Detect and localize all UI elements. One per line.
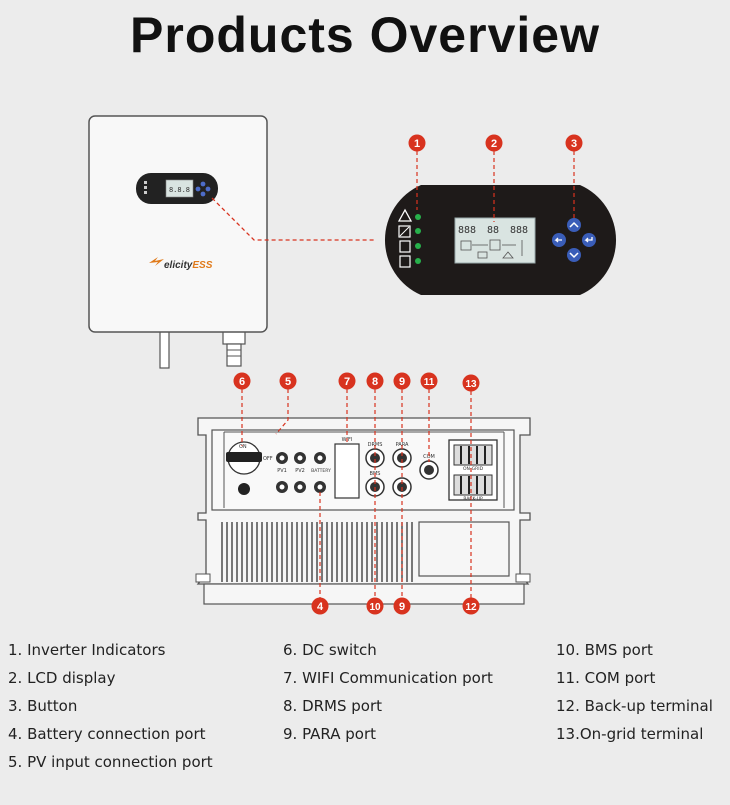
legend-item: 12. Back-up terminal — [556, 697, 713, 715]
legend-column-2: 6. DC switch 7. WIFI Communication port … — [283, 636, 493, 748]
inverter-icon — [489, 239, 501, 251]
lcd-center-digits: 88 — [487, 225, 499, 236]
on-grid-label: ON-GRID — [463, 466, 484, 472]
callout-marker — [462, 597, 480, 615]
legend-item: 3. Button — [8, 697, 78, 715]
inverter-front-view: 8.8.8 elicityESS — [88, 115, 268, 369]
callout-marker — [485, 134, 503, 152]
callout-number: 9 — [399, 601, 405, 613]
svg-text:8.8.8: 8.8.8 — [169, 186, 190, 194]
callout-number: 6 — [239, 376, 245, 388]
back-up-label: BACK-UP — [463, 496, 483, 502]
legend-item: 2. LCD display — [8, 669, 116, 687]
lcd-right-digits: 888 — [510, 225, 528, 236]
wifi-port: WIFI — [334, 437, 360, 499]
down-button[interactable] — [567, 248, 581, 262]
callout-number: 10 — [369, 602, 381, 613]
dc-switch-on-label: ON — [239, 444, 247, 450]
inverter-indicators — [397, 208, 421, 268]
felicity-logo: elicityESS — [149, 257, 213, 271]
ac-terminals: ON-GRID BACK-UP — [448, 439, 498, 502]
callout-number: 1 — [414, 138, 420, 150]
legend-item: 9. PARA port — [283, 725, 377, 743]
legend-item: 11. COM port — [556, 669, 656, 687]
callout-number: 2 — [491, 138, 497, 150]
inverter-body — [88, 115, 268, 333]
inverter-icon — [398, 225, 411, 238]
com-label: COM — [423, 454, 435, 460]
callout-number: 9 — [399, 376, 405, 388]
legend-item: 5. PV input connection port — [8, 753, 213, 771]
top-leader-lines — [416, 151, 575, 222]
zoom-leader-line — [211, 197, 376, 241]
legend-column-1: 1. Inverter Indicators 2. LCD display 3.… — [8, 636, 213, 776]
callout-marker — [462, 374, 480, 392]
callout-marker — [393, 597, 411, 615]
battery-label: BATTERY — [311, 468, 331, 474]
legend-item: 4. Battery connection port — [8, 725, 206, 743]
callout-marker — [311, 597, 329, 615]
callout-marker — [393, 372, 411, 390]
page-title: Products Overview — [130, 7, 600, 63]
up-button[interactable] — [567, 218, 581, 232]
legend-item: 6. DC switch — [283, 641, 377, 659]
bottom-leader-lines — [241, 389, 472, 598]
callout-marker — [366, 372, 384, 390]
dc-switch: OFF ON — [226, 441, 273, 495]
callout-number: 11 — [424, 377, 435, 388]
legend-item: 8. DRMS port — [283, 697, 383, 715]
callout-marker — [366, 597, 384, 615]
lcd-display: 888 88 888 — [454, 217, 536, 264]
callout-marker — [338, 372, 356, 390]
legend-item: 7. WIFI Communication port — [283, 669, 493, 687]
battery-icon — [399, 255, 411, 268]
home-load-icon — [502, 251, 514, 259]
callout-number: 3 — [571, 138, 577, 150]
pv2-label: PV2 — [295, 468, 305, 474]
callout-number: 5 — [285, 376, 291, 388]
grid-icon — [399, 240, 411, 253]
indicator-led — [415, 243, 421, 249]
pv1-label: PV1 — [277, 468, 287, 474]
legend-item: 13.On-grid terminal — [556, 725, 704, 743]
callout-number: 7 — [344, 376, 350, 388]
lcd-left-digits: 888 — [458, 225, 476, 236]
warning-icon — [397, 208, 413, 222]
callout-marker — [408, 134, 426, 152]
pv-panel-icon — [460, 240, 472, 251]
control-panel-enlarged: 888 88 888 — [384, 185, 617, 295]
indicator-led — [415, 258, 421, 264]
vent-plug — [238, 483, 250, 495]
callout-number: 12 — [465, 602, 477, 613]
battery-icon — [477, 251, 488, 259]
callout-number: 4 — [317, 601, 324, 613]
button-pad — [552, 218, 596, 262]
com-port: COM — [419, 454, 439, 480]
legend-item: 10. BMS port — [556, 641, 653, 659]
pv-battery-connectors: PV1 PV2 BATTERY — [276, 452, 331, 493]
callout-number: 8 — [372, 376, 378, 388]
inverter-bottom-view: OFF ON PV1 PV2 BATTERY WIFI DRMS — [195, 417, 531, 605]
callout-marker — [565, 134, 583, 152]
legend-item: 1. Inverter Indicators — [8, 641, 166, 659]
callout-marker — [279, 372, 297, 390]
svg-text:elicityESS: elicityESS — [164, 260, 213, 271]
legend-column-3: 10. BMS port 11. COM port 12. Back-up te… — [556, 636, 713, 748]
callout-marker — [233, 372, 251, 390]
dc-switch-off-label: OFF — [263, 456, 273, 462]
callout-number: 13 — [465, 379, 477, 390]
callout-marker — [420, 372, 438, 390]
indicator-led — [415, 228, 421, 234]
indicator-led — [415, 214, 421, 220]
